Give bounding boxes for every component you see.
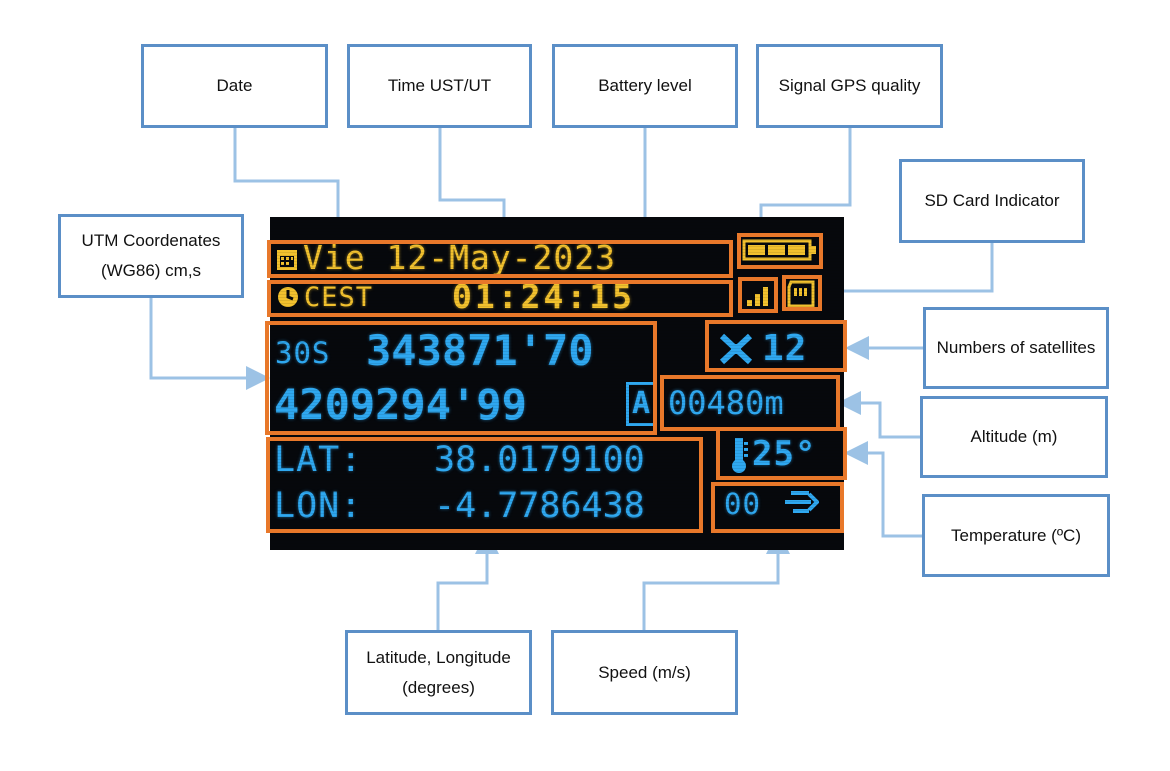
satellite-icon xyxy=(719,333,753,365)
label-sd-card: SD Card Indicator xyxy=(899,159,1085,243)
connector-altitude xyxy=(837,391,921,439)
lon-value: -4.7786438 xyxy=(434,486,645,526)
battery-icon xyxy=(742,239,816,261)
speed-value: 00 xyxy=(724,487,761,521)
label-altitude: Altitude (m) xyxy=(920,396,1108,478)
utm-easting: 343871'70 xyxy=(366,326,594,375)
frame-speed xyxy=(711,482,844,533)
frame-sd-card xyxy=(782,275,822,311)
thermometer-icon xyxy=(732,438,748,473)
utm-zone: 30S xyxy=(275,336,331,370)
time-text: 01:24:15 xyxy=(452,277,635,316)
frame-utm xyxy=(265,321,657,435)
oled-screen xyxy=(270,217,844,550)
sd-card-icon xyxy=(787,280,815,308)
label-temperature: Temperature (ºC) xyxy=(922,494,1110,577)
speed-icon xyxy=(785,491,819,513)
altitude-value: 00480m xyxy=(668,384,784,422)
frame-altitude xyxy=(660,375,840,431)
frame-time xyxy=(267,280,733,317)
label-battery: Battery level xyxy=(552,44,738,128)
frame-latlon xyxy=(266,437,703,533)
frame-battery xyxy=(737,233,823,269)
connector-latlon xyxy=(436,530,499,631)
satellites-count: 12 xyxy=(762,328,808,369)
label-signal: Signal GPS quality xyxy=(756,44,943,128)
clock-icon xyxy=(278,287,298,307)
label-satellites: Numbers of satellites xyxy=(923,307,1109,389)
timezone-text: CEST xyxy=(304,282,374,313)
connector-utm xyxy=(149,297,270,390)
frame-satellites xyxy=(705,320,847,372)
connector-speed xyxy=(642,530,790,631)
utm-northing: 4209294'99 xyxy=(274,380,527,429)
label-speed: Speed (m/s) xyxy=(551,630,738,715)
frame-signal xyxy=(738,277,778,313)
lat-label: LAT: xyxy=(274,440,363,480)
lat-value: 38.0179100 xyxy=(434,440,645,480)
signal-icon xyxy=(747,287,768,306)
temperature-value: 25° xyxy=(752,434,817,474)
calendar-icon xyxy=(277,250,297,270)
frame-date xyxy=(267,240,733,278)
label-date: Date xyxy=(141,44,328,128)
lon-label: LON: xyxy=(274,486,363,526)
connector-sd xyxy=(820,242,994,303)
connector-temperature xyxy=(844,441,923,538)
label-time: Time UST/UT xyxy=(347,44,532,128)
connector-date xyxy=(233,127,350,244)
label-utm: UTM Coordenates (WG86) cm,s xyxy=(58,214,244,298)
frame-temperature xyxy=(716,427,847,480)
label-latlon: Latitude, Longitude (degrees) xyxy=(345,630,532,715)
date-text: Vie 12-May-2023 xyxy=(303,238,617,277)
